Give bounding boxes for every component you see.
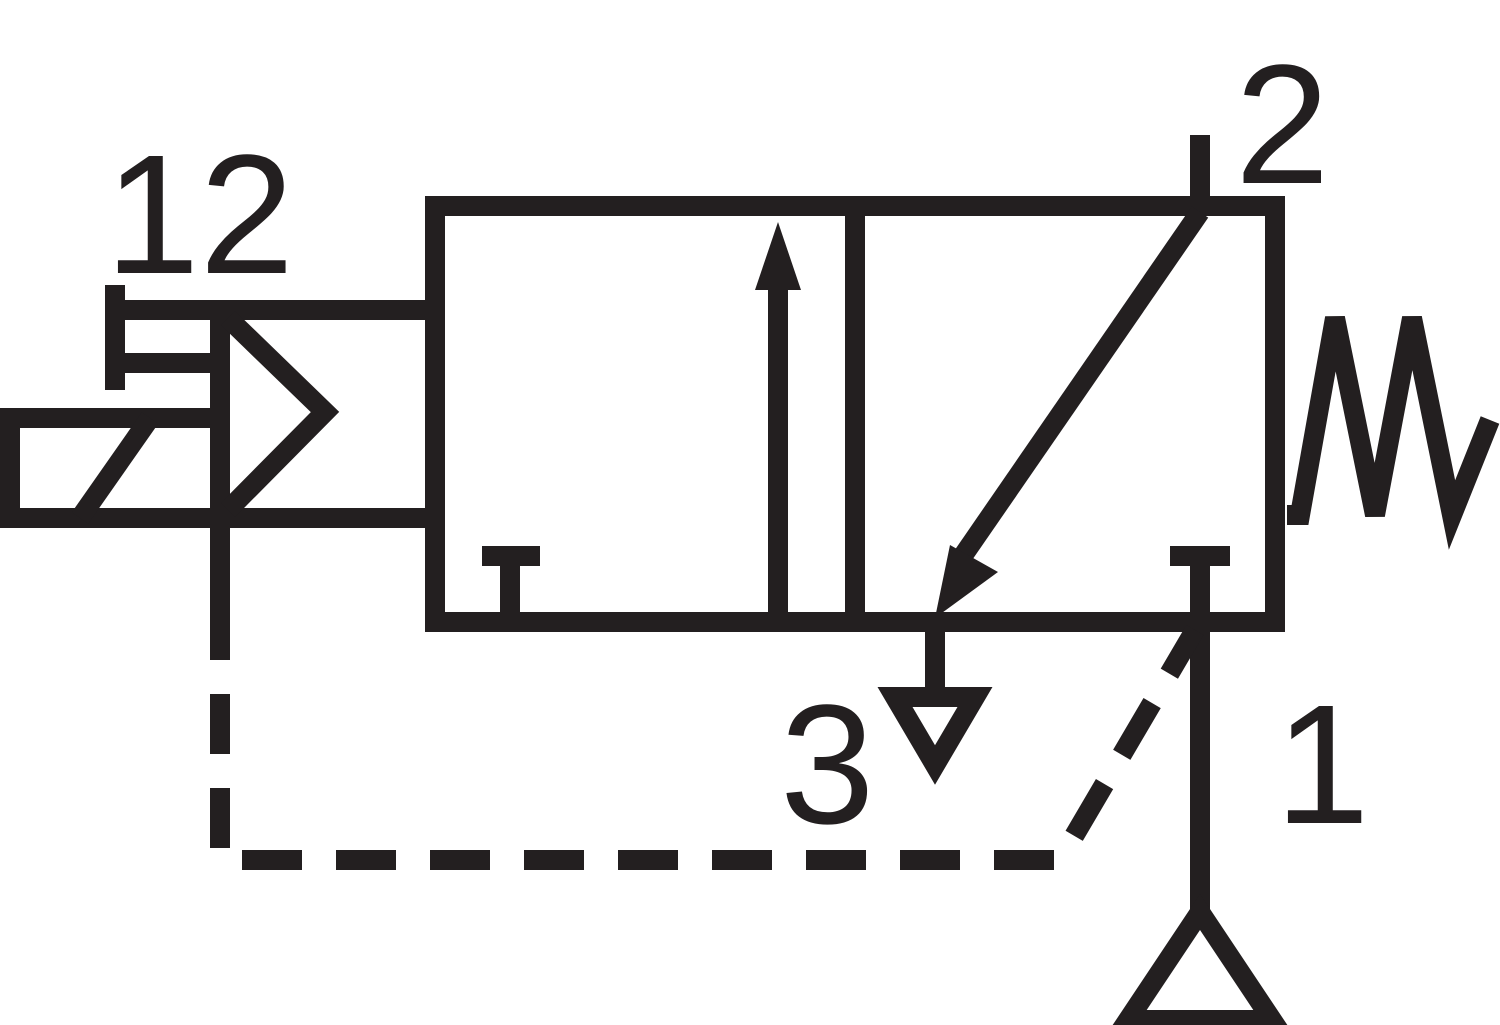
arrow-head-diagonal-icon — [935, 545, 998, 618]
spring-icon — [1287, 316, 1500, 550]
pilot-line-dashed — [210, 600, 1204, 870]
flow-arrow-diagonal — [951, 206, 1209, 566]
arrow-head-up-icon — [755, 222, 801, 290]
port-label-2: 2 — [1235, 30, 1330, 220]
port-label-12: 12 — [105, 120, 295, 310]
pressure-source-triangle-icon — [1112, 893, 1288, 1025]
port-label-1: 1 — [1275, 670, 1370, 860]
port-label-3: 3 — [780, 670, 875, 860]
exhaust-triangle-icon — [877, 687, 993, 785]
solenoid-diagonal — [71, 412, 159, 524]
pilot-chevron-icon — [220, 310, 340, 518]
